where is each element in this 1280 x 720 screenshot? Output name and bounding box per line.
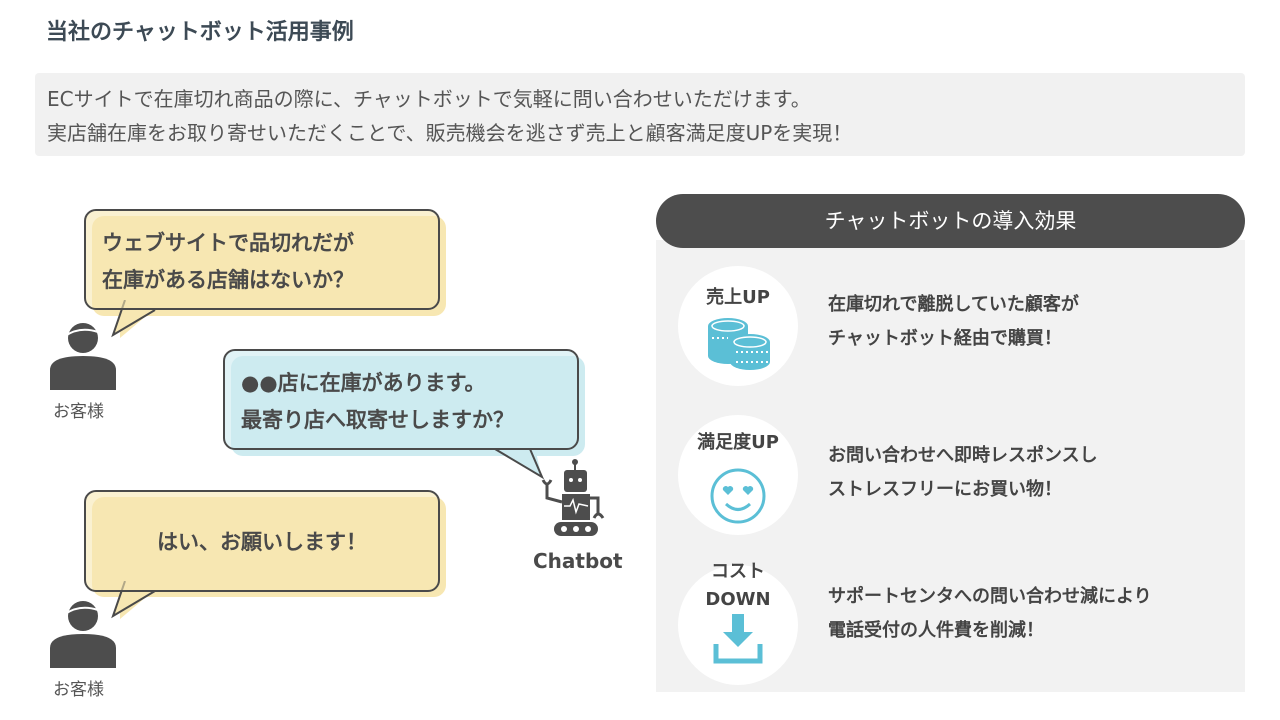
effect-title-line: DOWN xyxy=(705,589,771,610)
download-icon xyxy=(713,614,763,664)
effect-title: コスト DOWN xyxy=(668,558,808,614)
person-icon xyxy=(50,601,116,668)
bot-bubble: ●●店に在庫があります。 最寄り店へ取寄せしますか？ xyxy=(223,349,579,450)
effect-text: サポートセンタへの問い合わせ減により電話受付の人件費を削減！ xyxy=(828,580,1152,648)
effect-text: 在庫切れで離脱していた顧客がチャットボット経由で購買！ xyxy=(828,288,1079,356)
chatbot-label: Chatbot xyxy=(533,549,623,573)
person-icon xyxy=(50,323,116,390)
message-line: はい、お願いします！ xyxy=(157,530,367,554)
message-line: ●●店に在庫があります。 xyxy=(241,371,486,395)
effect-title: 売上UP xyxy=(706,287,770,308)
customer-bubble-1: ウェブサイトで品切れだが 在庫がある店舗はないか？ xyxy=(84,209,440,310)
effect-line: チャットボット経由で購買！ xyxy=(828,328,1062,349)
page-title: 当社のチャットボット活用事例 xyxy=(46,20,354,45)
customer-label: お客様 xyxy=(53,402,104,422)
effect-line: サポートセンタへの問い合わせ減により xyxy=(828,586,1152,607)
bubble-tail xyxy=(494,448,545,480)
intro-line: ECサイトで在庫切れ商品の際に、チャットボットで気軽に問い合わせいただけます。 xyxy=(47,87,811,111)
effects-header: チャットボットの導入効果 xyxy=(656,194,1245,248)
message-line: ウェブサイトで品切れだが xyxy=(102,231,354,255)
robot-icon xyxy=(541,459,605,536)
message-line: 在庫がある店舗はないか？ xyxy=(102,268,354,292)
customer-label: お客様 xyxy=(53,680,104,700)
intro-line: 実店舗在庫をお取り寄せいただくことで、販売機会を逃さず売上と顧客満足度UPを実現… xyxy=(47,121,853,145)
effect-line: 在庫切れで離脱していた顧客が xyxy=(828,294,1079,315)
smiley-icon xyxy=(710,468,766,524)
effect-title: 満足度UP xyxy=(697,432,779,453)
intro-box: ECサイトで在庫切れ商品の際に、チャットボットで気軽に問い合わせいただけます。 … xyxy=(35,73,1245,156)
customer-bubble-2: はい、お願いします！ xyxy=(84,490,440,592)
coins-icon xyxy=(708,318,770,370)
effect-title-line: コスト xyxy=(711,561,765,582)
effect-line: ストレスフリーにお買い物！ xyxy=(828,479,1062,500)
effect-line: 電話受付の人件費を削減！ xyxy=(828,620,1044,641)
effect-circle xyxy=(678,415,798,535)
effect-text: お問い合わせへ即時レスポンスしストレスフリーにお買い物！ xyxy=(828,439,1098,507)
message-line: 最寄り店へ取寄せしますか？ xyxy=(241,408,514,432)
effect-line: お問い合わせへ即時レスポンスし xyxy=(828,445,1098,466)
